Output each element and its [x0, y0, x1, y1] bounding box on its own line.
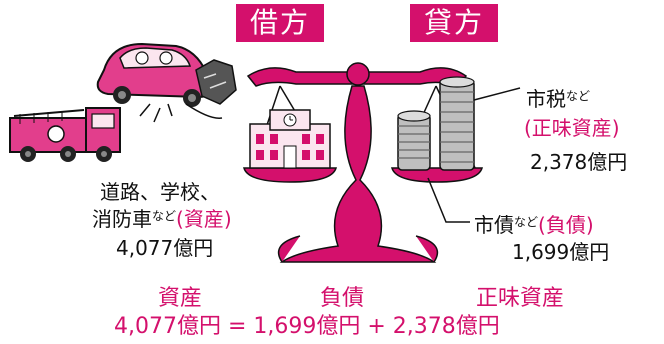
equation-liabilities-label: 負債 — [320, 286, 365, 311]
tax-pointer-line — [473, 87, 521, 101]
assets-line1: 道路、学校、 — [100, 180, 220, 204]
assets-small: など — [152, 209, 177, 223]
bond-small: など — [514, 215, 539, 229]
bond-pointer-line — [427, 177, 470, 223]
equation-formula: 4,077億円 = 1,699億円 + 2,378億円 — [114, 314, 500, 339]
equation-assets-label: 資産 — [158, 286, 203, 311]
bond-tag: (負債) — [538, 213, 594, 237]
assets-main: 消防車 — [92, 207, 152, 231]
scale-stand — [277, 85, 439, 263]
tax-title: 市税など — [526, 84, 590, 111]
tax-tag: (正味資産) — [524, 116, 620, 140]
tax-main: 市税 — [526, 87, 566, 111]
bond-main: 市債 — [474, 213, 514, 237]
school-building-illustration — [249, 109, 331, 169]
fire-truck-illustration — [9, 107, 121, 162]
scale-beam — [246, 62, 468, 87]
tax-small: など — [566, 89, 591, 103]
bond-title: 市債など(負債) — [474, 210, 594, 237]
debit-label: 借方 — [236, 4, 324, 42]
equation-equity-label: 正味資産 — [476, 286, 565, 311]
coin-stacks-illustration — [397, 76, 475, 171]
bond-amount: 1,699億円 — [512, 240, 610, 264]
car-illustration — [96, 42, 237, 123]
assets-line2: 消防車など(資産) — [92, 204, 232, 231]
assets-tag: (資産) — [176, 207, 232, 231]
tax-amount: 2,378億円 — [530, 150, 628, 174]
assets-amount: 4,077億円 — [116, 236, 214, 260]
credit-label: 貸方 — [410, 4, 498, 42]
